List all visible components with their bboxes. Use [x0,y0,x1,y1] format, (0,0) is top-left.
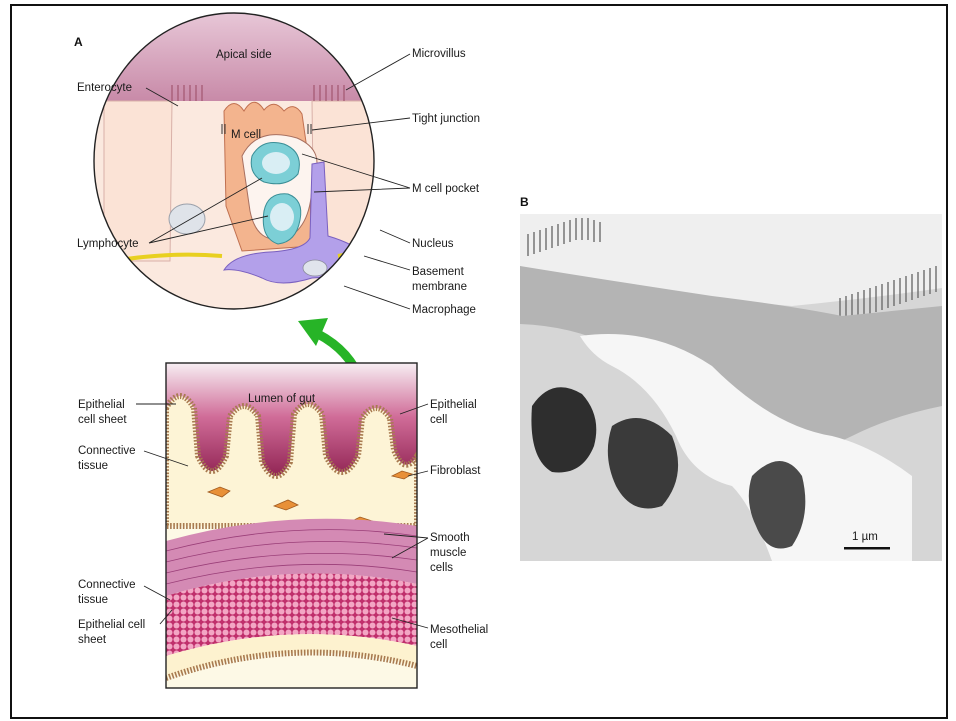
label-mesothelial-1: Mesothelial [430,624,488,636]
leader-microvillus [346,54,410,90]
label-m-cell-pocket: M cell pocket [412,183,480,195]
label-connective-2a: Connective [78,579,136,591]
label-enterocyte: Enterocyte [77,82,132,94]
scale-bar-label: 1 µm [852,531,878,543]
label-fibroblast: Fibroblast [430,465,481,477]
electron-micrograph: 1 µm [520,214,942,561]
leader-nucleus [380,230,410,243]
label-connective-2b: tissue [78,594,108,606]
gut-wall-section [166,363,417,688]
label-smooth-3: cells [430,562,453,574]
label-connective-1a: Connective [78,445,136,457]
label-m-cell: M cell [231,129,261,141]
label-epithelial-sheet-1: Epithelial [78,399,125,411]
label-epithelial-sheet-2: cell sheet [78,414,127,426]
label-epithelial-sheet2-2: sheet [78,634,107,646]
label-smooth-1: Smooth [430,532,470,544]
label-epithelial-cell-2: cell [430,414,447,426]
label-connective-1b: tissue [78,460,108,472]
label-macrophage: Macrophage [412,304,476,316]
label-basement-2: membrane [412,281,467,293]
label-microvillus: Microvillus [412,48,466,60]
label-apical-side: Apical side [216,49,272,61]
label-lymphocyte: Lymphocyte [77,238,139,250]
leader-basement [364,256,410,270]
panel-label-b: B [520,195,529,209]
panel-label-a: A [74,35,83,49]
label-nucleus: Nucleus [412,238,454,250]
figure-canvas: A Apical side M ce [12,6,950,721]
leader-macrophage [344,286,410,309]
label-epithelial-sheet2-1: Epithelial cell [78,619,145,631]
label-epithelial-cell-1: Epithelial [430,399,477,411]
figure-frame: A Apical side M ce [10,4,948,719]
label-mesothelial-2: cell [430,639,447,651]
label-smooth-2: muscle [430,547,466,559]
scale-bar [844,547,890,550]
label-tight-junction: Tight junction [412,113,480,125]
label-basement-1: Basement [412,266,465,278]
label-lumen: Lumen of gut [248,393,316,405]
